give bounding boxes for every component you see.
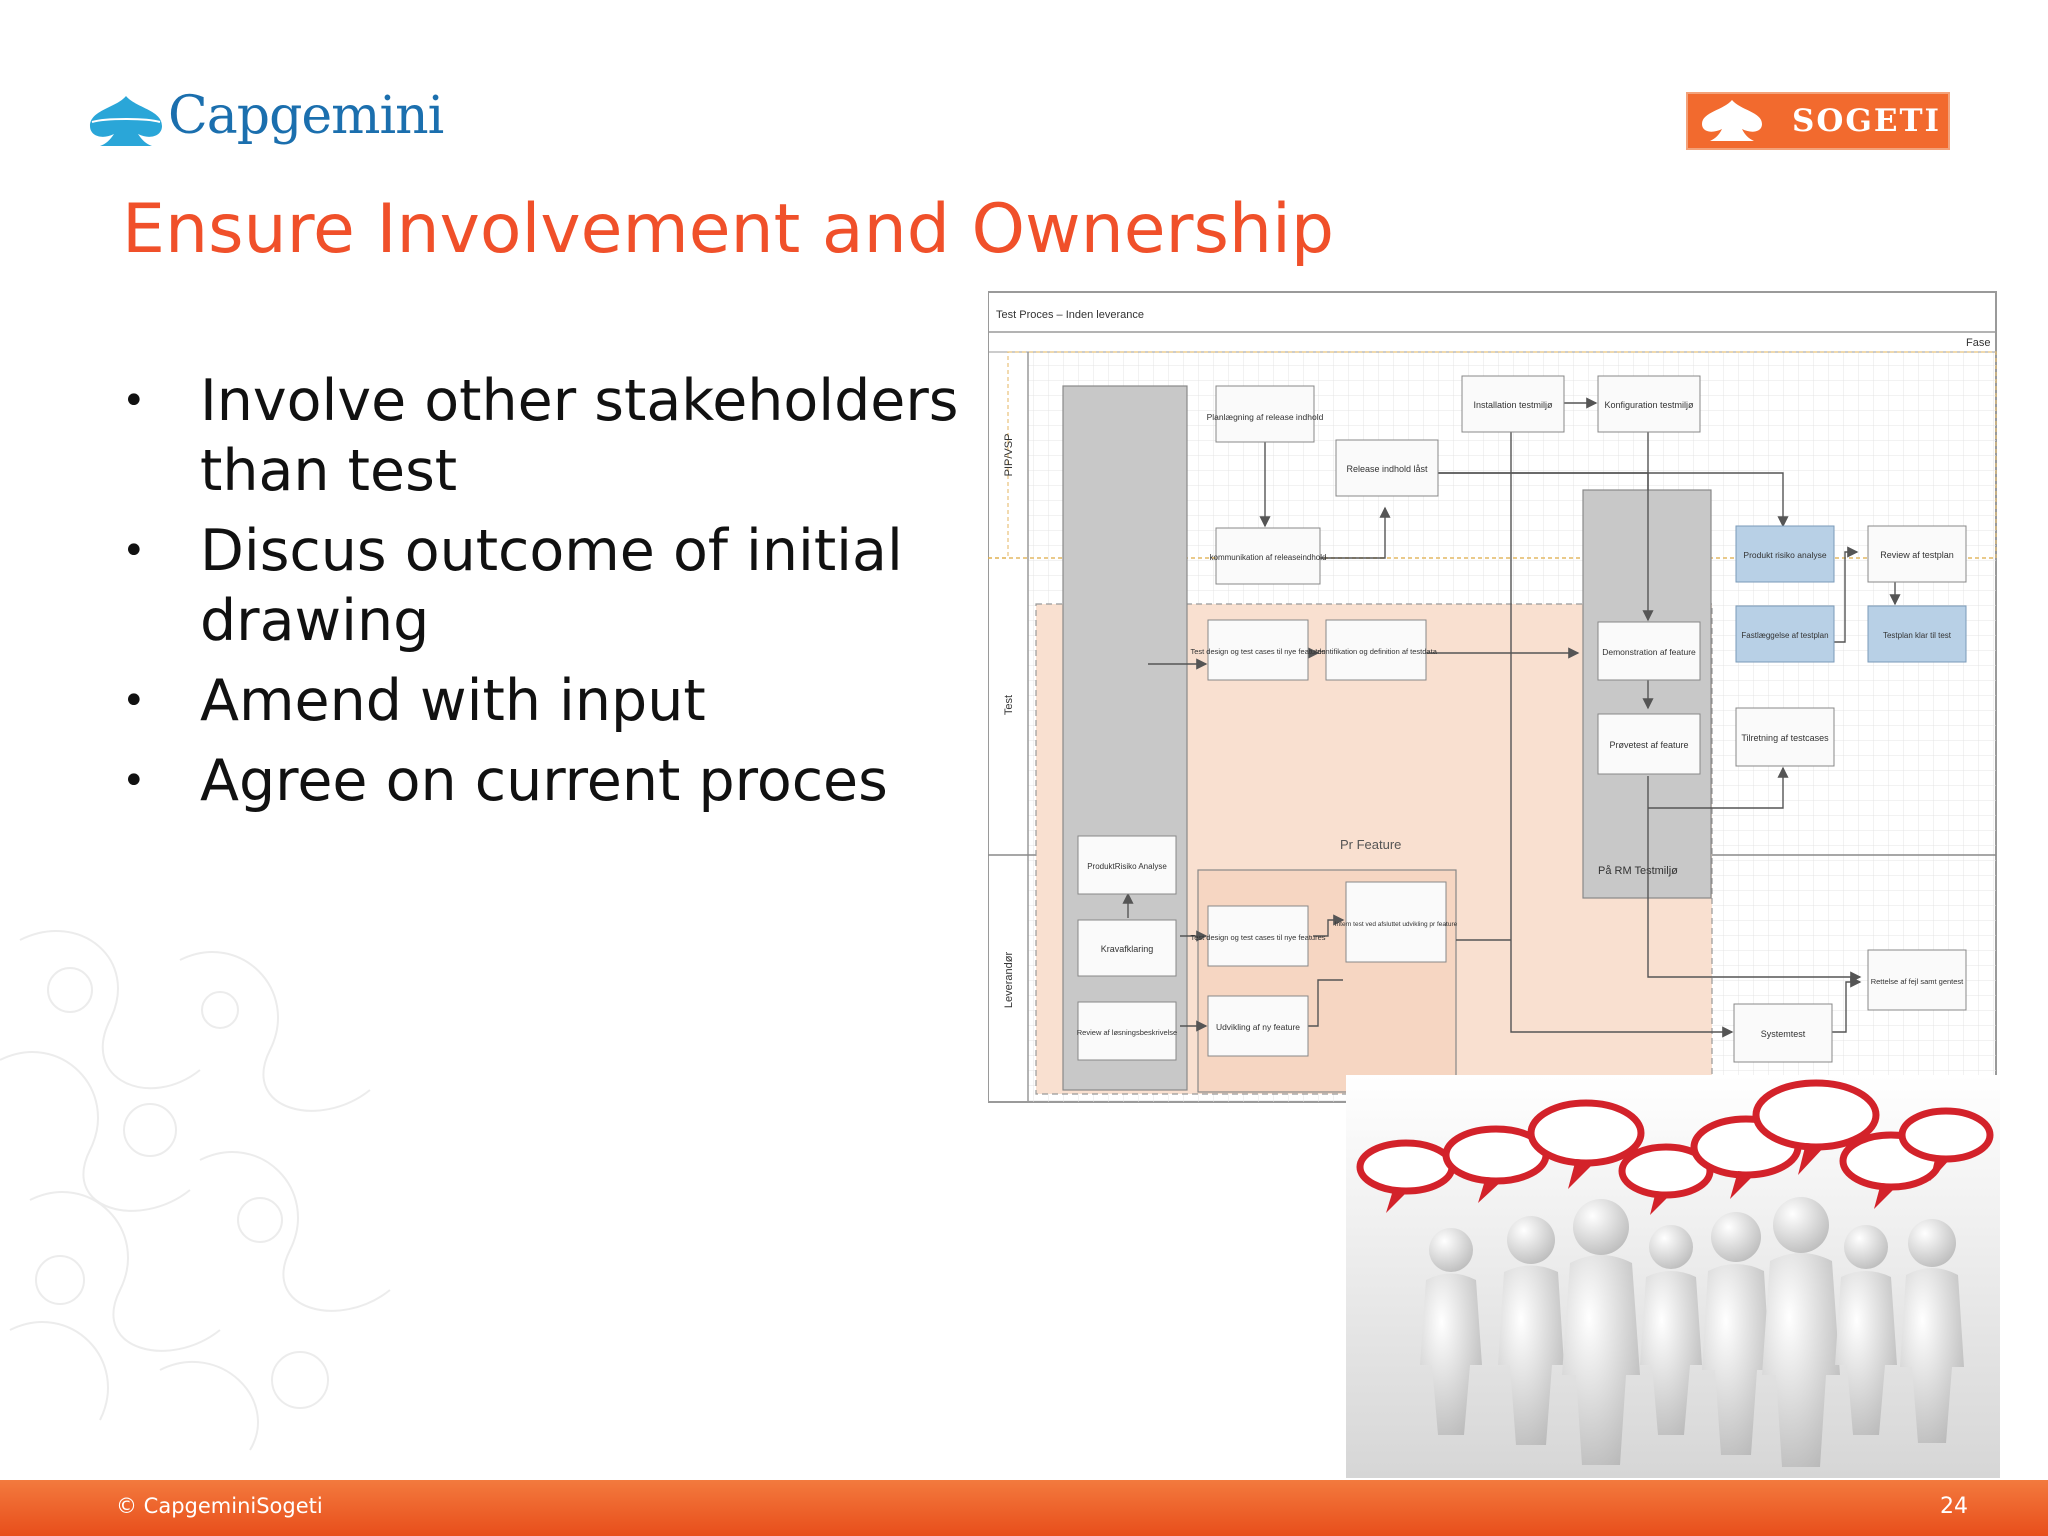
bullet-text: Involve other stakeholders than test [200, 368, 959, 504]
diagram-header: Test Proces – Inden leverance [996, 309, 1144, 321]
process-box [1207, 619, 1309, 681]
process-box [1215, 527, 1321, 585]
footer-bar: © CapgeminiSogeti 24 [0, 1480, 2048, 1536]
page-number: 24 [1940, 1494, 1968, 1519]
bullet-text: Discus outcome of initial drawing [200, 518, 903, 654]
process-box [1733, 1003, 1833, 1063]
process-box [1735, 707, 1835, 767]
spade-icon [1688, 94, 1776, 148]
process-box-label: Test design og test cases til nye featur… [1190, 933, 1325, 942]
bullet-dot: • [122, 378, 146, 424]
bullet-item: • Involve other stakeholders than test [120, 366, 970, 506]
process-box [1461, 375, 1565, 433]
process-box [1867, 949, 1967, 1011]
lane-label: Test [1003, 695, 1015, 715]
process-box [1077, 919, 1177, 977]
process-box-label: Konfiguration testmiljø [1604, 400, 1694, 410]
bullet-dot: • [122, 758, 146, 804]
capgemini-wordmark: Capgemini [168, 86, 444, 146]
process-box-label: Test design og test cases til nye featur… [1190, 647, 1325, 656]
bullet-dot: • [122, 678, 146, 724]
process-box-label: Udvikling af ny feature [1216, 1022, 1300, 1032]
process-box-label: Fastlæggelse af testplan [1741, 631, 1828, 640]
process-box-label: Release indhold låst [1346, 464, 1428, 474]
speech-bubble-icon [1356, 1079, 1994, 1199]
bullet-dot: • [122, 528, 146, 574]
process-box-label: Testplan klar til test [1883, 631, 1952, 640]
lane-label: PIP/VSP [1003, 434, 1015, 477]
process-box-label: Rettelse af fejl samt gentest [1871, 977, 1964, 986]
person-figure-icon [1420, 1197, 1964, 1467]
process-box [1345, 881, 1447, 963]
area-label: Pr Feature [1340, 837, 1401, 852]
process-box [1867, 605, 1967, 663]
spade-icon [90, 96, 162, 146]
process-box [1597, 713, 1701, 775]
process-box [1735, 525, 1835, 583]
phase-label: Fase [1966, 337, 1990, 349]
process-box [1215, 385, 1315, 443]
process-box [1207, 995, 1309, 1057]
bullet-text: Agree on current proces [200, 748, 888, 814]
process-box [1597, 375, 1701, 433]
process-box-label: Review af løsningsbeskrivelse [1077, 1028, 1177, 1037]
capgemini-logo: Capgemini [86, 86, 444, 156]
leverandor-column [1062, 385, 1188, 1091]
footer-copyright: © CapgeminiSogeti [116, 1494, 323, 1518]
process-box [1077, 1001, 1177, 1061]
process-box-label: Tilretning af testcases [1741, 733, 1829, 743]
sogeti-logo: SOGETI [1686, 92, 1950, 150]
testmiljo-column [1582, 489, 1712, 899]
test-process-diagram: Test Proces – Inden leverance Fase PIP/V… [988, 291, 1997, 1103]
process-box [1597, 621, 1701, 681]
slide-title: Ensure Involvement and Ownership [122, 190, 1335, 269]
bullet-item: • Amend with input [120, 666, 970, 736]
process-box [1325, 619, 1427, 681]
area-label: På RM Testmiljø [1598, 865, 1678, 877]
sogeti-wordmark: SOGETI [1792, 103, 1942, 139]
process-box-label: ProduktRisiko Analyse [1087, 862, 1167, 871]
process-box-label: Systemtest [1761, 1029, 1806, 1039]
process-box-label: Prøvetest af feature [1609, 740, 1688, 750]
process-box [1077, 835, 1177, 895]
bullet-text: Amend with input [200, 668, 706, 734]
process-box-label: Review af testplan [1880, 550, 1954, 560]
process-box-label: kommunikation af releaseindhold [1210, 553, 1327, 562]
process-box-label: Kravafklaring [1101, 944, 1154, 954]
process-box-label: Produkt risiko analyse [1743, 550, 1826, 560]
lane-label: Leverandør [1003, 952, 1015, 1009]
process-box [1735, 605, 1835, 663]
background-swirl-decoration [0, 930, 391, 1451]
process-box-label: Installation testmiljø [1473, 400, 1553, 410]
process-box-label: Demonstration af feature [1602, 647, 1696, 657]
process-box-label: Identifikation og definition af testdata [1315, 647, 1438, 656]
process-box-label: Intern test ved afsluttet udvikling pr f… [1335, 921, 1458, 928]
stakeholders-speech-bubbles-image [1346, 1075, 2000, 1478]
process-box-label: Planlægning af release indhold [1207, 412, 1324, 422]
bullet-list: • Involve other stakeholders than test • D… [120, 366, 970, 826]
bullet-item: • Agree on current proces [120, 746, 970, 816]
process-box [1207, 905, 1309, 967]
bullet-item: • Discus outcome of initial drawing [120, 516, 970, 656]
process-box [1335, 439, 1439, 497]
process-box [1867, 525, 1967, 583]
